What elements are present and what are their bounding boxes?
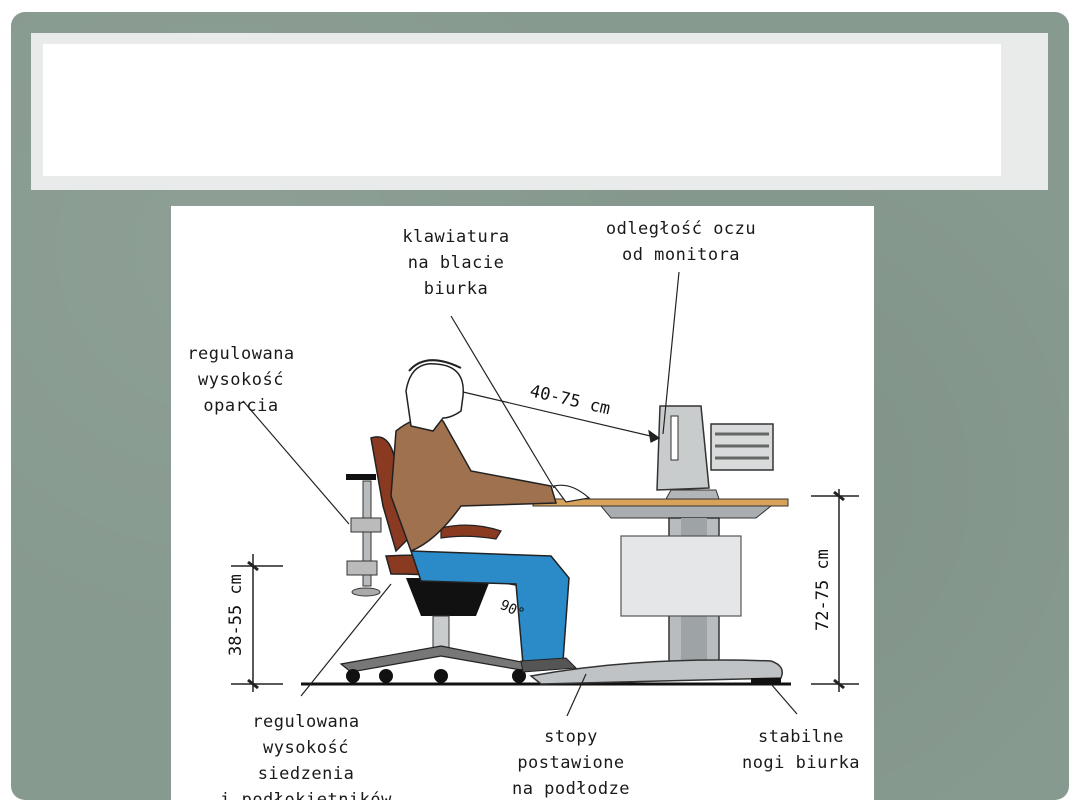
leader-lines xyxy=(242,271,798,717)
slide: 40-75 cm 38-55 cm 72-75 cm 90° klawiatur… xyxy=(11,12,1069,800)
seated-person xyxy=(390,359,591,673)
eye-distance-value: 40-75 cm xyxy=(528,381,612,419)
title-frame xyxy=(31,33,1048,190)
label-seat-height: regulowana wysokość siedzenia i podłokie… xyxy=(220,712,392,800)
slide-title[interactable] xyxy=(43,44,1001,176)
desk-height-value: 72-75 cm xyxy=(813,549,833,631)
label-backrest: regulowana wysokość oparcia xyxy=(187,344,295,416)
label-eye-distance: odległość oczu od monitora xyxy=(605,219,757,265)
label-keyboard: klawiatura na blacie biurka xyxy=(402,227,510,299)
seat-height-dimension xyxy=(231,554,283,692)
label-desk-legs: stabilne nogi biurka xyxy=(741,727,861,773)
label-feet: stopy postawione na podłodze xyxy=(511,727,631,799)
ergonomics-illustration: 40-75 cm 38-55 cm 72-75 cm 90° xyxy=(226,271,859,717)
desk-height-dimension xyxy=(811,489,859,692)
monitor xyxy=(656,405,774,500)
desk xyxy=(529,498,789,685)
seat-height-value: 38-55 cm xyxy=(226,574,246,656)
eye-sightline xyxy=(462,391,660,439)
ergonomics-figure: 40-75 cm 38-55 cm 72-75 cm 90° klawiatur… xyxy=(171,206,874,800)
